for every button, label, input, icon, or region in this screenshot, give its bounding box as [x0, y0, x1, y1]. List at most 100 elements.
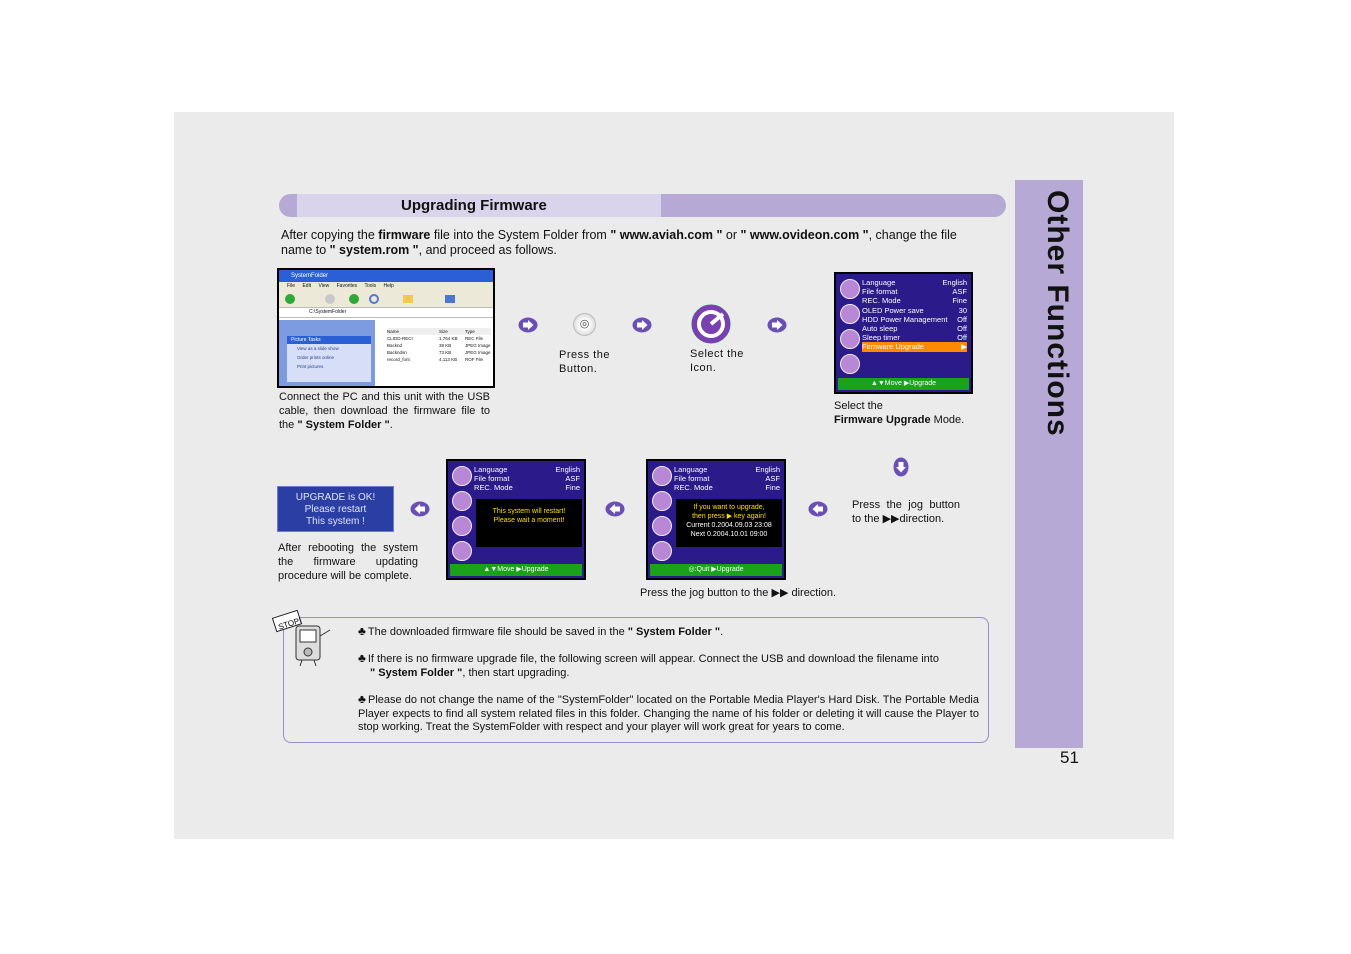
menu-row-value: English: [755, 465, 780, 474]
forward-icon: [325, 294, 335, 304]
upgrade-ok-screen: UPGRADE is OK! Please restart This syste…: [277, 486, 394, 532]
power-button-icon: ◎: [573, 313, 596, 336]
menu-row-value: Fine: [565, 483, 580, 493]
menu-row-value: ASF: [952, 287, 967, 297]
step1-caption: Connect the PC and this unit with the US…: [279, 391, 490, 431]
views-icon: [445, 295, 455, 303]
video-icon: [652, 491, 672, 511]
column-header: Name: [387, 329, 400, 334]
menu-row-label: OLED Power save: [862, 305, 924, 315]
menu-row-label: Sleep timer: [862, 333, 900, 343]
arrow-down-icon: [893, 457, 909, 477]
file-name: Backndsn: [387, 350, 407, 355]
menu-row: REC. Mode Fine: [674, 483, 780, 492]
dialog-line: Current 0.2004.09.03 23:08: [686, 522, 772, 529]
menu-item: Edit: [302, 283, 319, 289]
menu-row-label: HDD Power Management: [862, 314, 948, 324]
settings-icon: [840, 354, 860, 374]
restart-dialog: This system will restart! Please wait a …: [476, 499, 582, 547]
file-type: ROF File: [465, 357, 483, 362]
note-1: ♣The downloaded firmware file should be …: [358, 624, 724, 638]
menu-status-bar: ▲▼Move ▶Upgrade: [450, 564, 582, 576]
file-size: 1,764 KB: [439, 336, 458, 341]
video-icon: [840, 304, 860, 324]
club-bullet-icon: ♣: [358, 624, 366, 638]
menu-row-label: Language: [474, 465, 508, 474]
note-2: ♣If there is no firmware upgrade file, t…: [358, 651, 939, 679]
arrow-right-icon: [518, 317, 538, 333]
screen-line: Please restart: [304, 504, 367, 515]
notes-box: [283, 617, 989, 743]
sidebar-task: Order prints online: [297, 355, 335, 360]
confirm-caption: Press the jog button to the ▶▶ direction…: [640, 587, 837, 599]
step2-caption: Press the Button.: [559, 349, 610, 375]
screen-line: This system !: [306, 516, 365, 527]
upgrade-confirm-dialog: If you want to upgrade, then press ▶ key…: [676, 499, 782, 547]
menu-row-label: Auto sleep: [862, 324, 898, 334]
menu-row: Firmware Upgrade▶: [862, 342, 967, 352]
screen-line: UPGRADE is OK!: [295, 492, 376, 503]
menu-icon-column: [839, 277, 861, 379]
menu-row-value: Off: [957, 333, 967, 343]
menu-row-label: REC. Mode: [862, 296, 901, 306]
video-icon: [452, 491, 472, 511]
menu-item: Favorites: [336, 283, 365, 289]
menu-row-label: Language: [862, 278, 896, 287]
arrow-left-icon: [808, 501, 828, 517]
menu-row-value: 30: [958, 305, 967, 315]
menu-row-value: English: [942, 278, 967, 287]
explorer-toolbar: [279, 291, 493, 308]
menu-item: View: [318, 283, 337, 289]
menu-status-bar: ◎:Quit ▶Upgrade: [650, 564, 782, 576]
menu-item: Tools: [364, 283, 384, 289]
explorer-titlebar: SystemFolder: [279, 270, 493, 282]
club-bullet-icon: ♣: [358, 651, 366, 665]
file-size: 39 KB: [439, 343, 452, 348]
note-3: ♣Please do not change the name of the "S…: [358, 692, 979, 733]
menu-row-label: File format: [674, 474, 710, 484]
photo-icon: [840, 329, 860, 349]
photo-icon: [452, 516, 472, 536]
title-bar-highlight: [297, 194, 661, 217]
dialog-line: If you want to upgrade,: [693, 504, 765, 511]
menu-row: File format ASF: [862, 287, 967, 296]
file-size: 4,113 KB: [439, 357, 458, 362]
dialog-line: then press ▶ key again!: [692, 513, 766, 520]
search-icon: [369, 294, 379, 304]
music-icon: [652, 466, 672, 486]
arrow-left-icon: [605, 501, 625, 517]
menu-row-value: ASF: [565, 474, 580, 484]
arrow-right-icon: [767, 317, 787, 333]
file-type: JPEG Image: [465, 343, 491, 348]
file-type: JPEG Image: [465, 350, 491, 355]
menu-row-value: Fine: [765, 483, 780, 493]
menu-row-label: File format: [862, 287, 898, 297]
settings-icon: [452, 541, 472, 561]
sidebar-panel-title: Picture Tasks: [287, 336, 371, 344]
arrow-left-icon: [410, 501, 430, 517]
menu-row-label: REC. Mode: [674, 483, 713, 493]
explorer-menubar: File Edit View Favorites Tools Help: [279, 282, 493, 291]
column-header: Type: [465, 329, 475, 334]
menu-icon-column: [651, 464, 673, 566]
intro-paragraph: After copying the firmware file into the…: [281, 228, 957, 257]
menu-row: Sleep timer Off: [862, 333, 967, 342]
section-tab: [1015, 180, 1083, 748]
forward-skip-icon: ▶▶: [771, 587, 789, 599]
menu-row: Language English: [862, 278, 967, 287]
